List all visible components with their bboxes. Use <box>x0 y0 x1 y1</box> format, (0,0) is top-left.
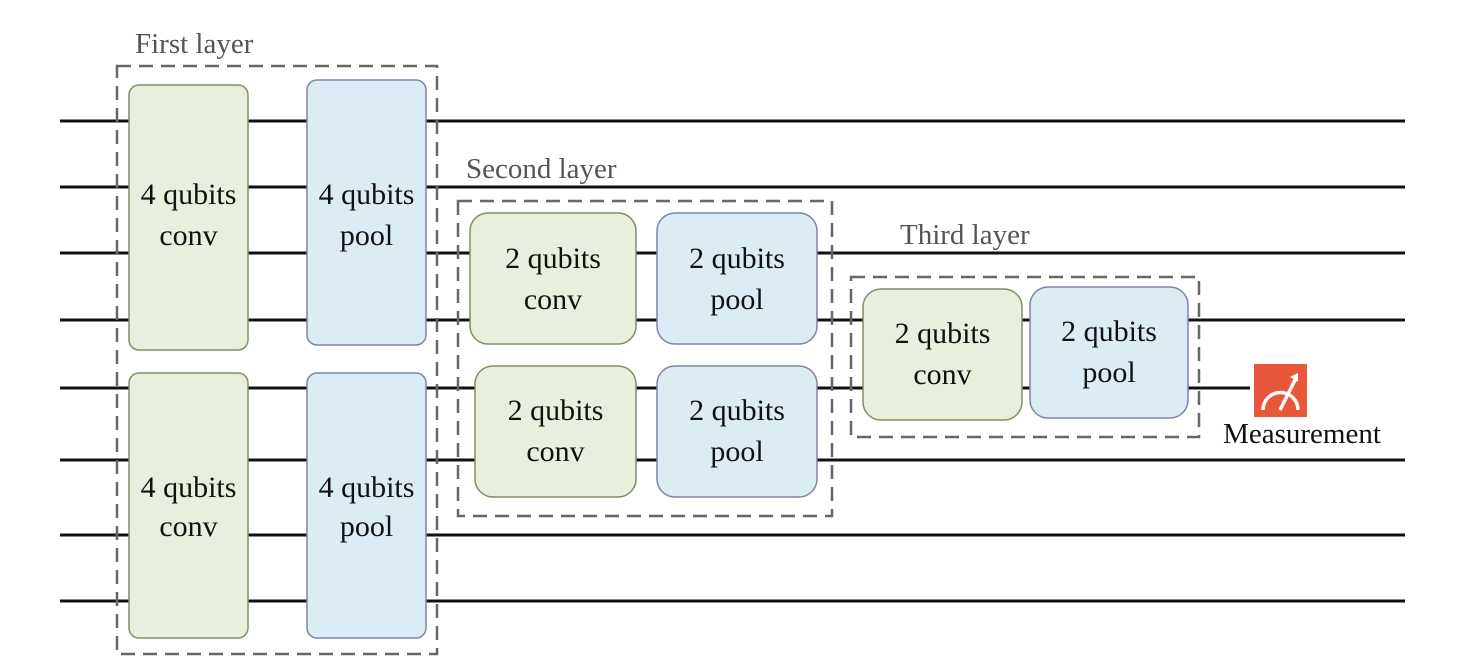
gate-label-line1: 2 qubits <box>1061 315 1157 348</box>
gate-pool-2q-third: 2 qubits pool <box>1029 286 1189 419</box>
gate-conv-2q-bottom: 2 qubits conv <box>474 365 637 498</box>
gate-label-line1: 2 qubits <box>505 242 601 275</box>
gate-label-line2: pool <box>1082 356 1135 389</box>
second-layer-box <box>456 199 834 518</box>
gate-conv-2q-top: 2 qubits conv <box>469 212 637 345</box>
gate-label-line1: 2 qubits <box>895 317 991 350</box>
measurement: Measurement <box>1223 364 1381 450</box>
gate-label-line1: 2 qubits <box>689 242 785 275</box>
gate-label-line2: conv <box>524 283 582 316</box>
first-layer: First layer 4 qubits conv 4 qubits pool … <box>115 28 439 656</box>
gate-label-line1: 2 qubits <box>689 394 785 427</box>
third-layer-label: Third layer <box>900 219 1030 251</box>
gate-pool-4q-bottom: 4 qubits pool <box>306 372 427 639</box>
gate-label-line2: pool <box>710 435 763 468</box>
gate-label-line2: pool <box>710 283 763 316</box>
gate-label-line1: 4 qubits <box>319 471 415 504</box>
gate-conv-4q-bottom: 4 qubits conv <box>128 372 249 639</box>
gate-label-line2: conv <box>526 435 584 468</box>
gate-label-line2: pool <box>340 219 393 252</box>
gate-label-line2: conv <box>159 219 217 252</box>
gate-pool-2q-bottom: 2 qubits pool <box>656 365 818 498</box>
first-layer-label: First layer <box>135 28 254 60</box>
gate-label-line2: pool <box>340 510 393 543</box>
gate-label-line1: 4 qubits <box>141 471 237 504</box>
measurement-label: Measurement <box>1223 418 1381 450</box>
gate-label-line1: 4 qubits <box>319 178 415 211</box>
gate-label-line2: conv <box>913 358 971 391</box>
gate-pool-2q-top: 2 qubits pool <box>656 212 818 345</box>
gate-conv-2q-third: 2 qubits conv <box>862 288 1023 421</box>
gate-label-line1: 2 qubits <box>508 394 604 427</box>
second-layer: Second layer 2 qubits conv 2 qubits pool… <box>456 153 834 518</box>
third-layer: Third layer 2 qubits conv 2 qubits pool <box>849 219 1201 439</box>
qubit-wires <box>60 119 1405 603</box>
second-layer-label: Second layer <box>466 153 617 185</box>
gate-conv-4q-top: 4 qubits conv <box>128 84 249 351</box>
gate-label-line1: 4 qubits <box>141 178 237 211</box>
gate-label-line2: conv <box>159 510 217 543</box>
third-layer-box <box>849 275 1201 439</box>
gate-pool-4q-top: 4 qubits pool <box>306 79 427 346</box>
first-layer-box <box>115 64 439 656</box>
gauge-icon <box>1254 364 1307 417</box>
